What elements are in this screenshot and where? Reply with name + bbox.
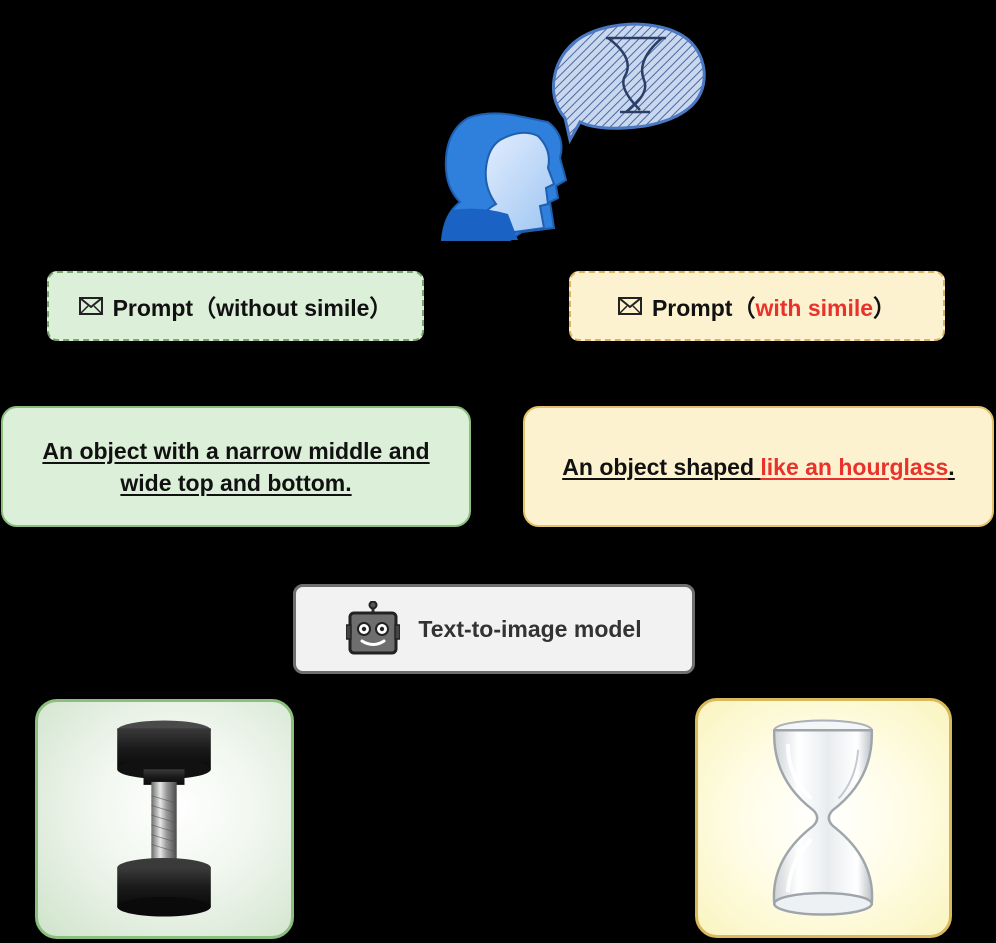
dumbbell-image [117, 720, 211, 917]
envelope-icon [617, 297, 642, 315]
speech-bubble-icon [552, 22, 706, 145]
envelope-icon [78, 297, 103, 315]
people-thinking-icon [440, 22, 706, 241]
generated-image-hourglass [695, 698, 952, 938]
people-icon [440, 112, 568, 241]
caption-with-simile: An object shaped like an hourglass. [523, 406, 994, 527]
hourglass-image [772, 719, 874, 916]
prompt-tag-with-simile: Prompt（with simile） [569, 271, 945, 341]
caption-text: An object shaped like an hourglass. [562, 453, 955, 480]
simile-highlight: like an hourglass [760, 453, 949, 480]
model-label: Text-to-image model [418, 615, 642, 642]
generated-image-dumbbell [35, 699, 294, 939]
caption-text: An object with a narrow middle and wide … [42, 437, 430, 496]
prompt-label: Prompt（without simile） [112, 295, 393, 321]
caption-without-simile: An object with a narrow middle and wide … [1, 406, 471, 527]
prompt-tag-without-simile: Prompt（without simile） [47, 271, 424, 341]
robot-icon [346, 601, 401, 655]
prompt-label: Prompt（with simile） [651, 295, 897, 321]
simile-highlight: with simile [755, 295, 874, 321]
text-to-image-model-box: Text-to-image model [293, 584, 695, 674]
